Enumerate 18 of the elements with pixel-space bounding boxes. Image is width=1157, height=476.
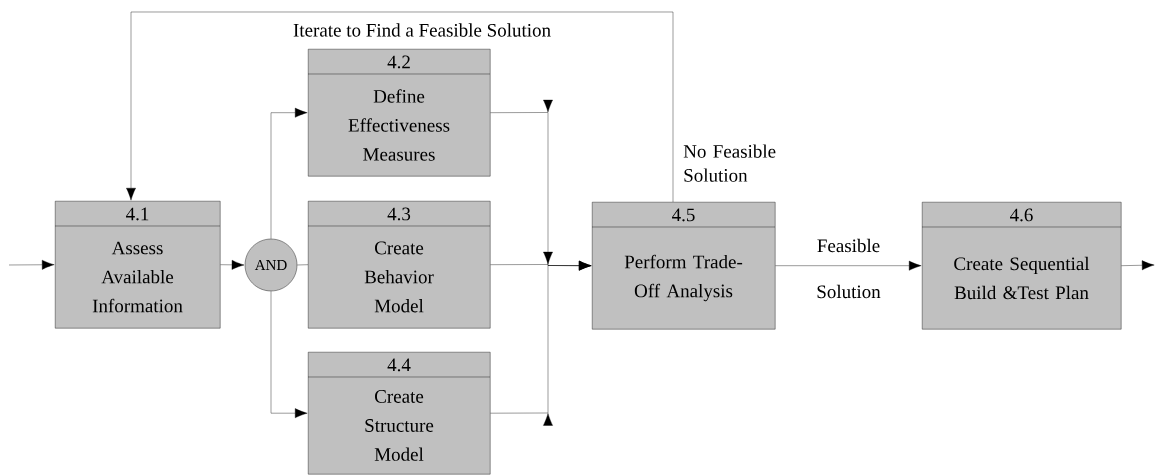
note-text: Iterate to Find a Feasible Solution	[293, 23, 551, 37]
arrow	[775, 260, 922, 271]
process-box: 4.2 Define Effectiveness Measures	[307, 49, 491, 177]
arrow	[270, 107, 308, 239]
arrow	[490, 260, 592, 426]
arrow	[8, 259, 55, 270]
arrow	[126, 11, 674, 203]
arrow	[220, 260, 245, 270]
process-box: 4.1 Assess Available Information	[54, 201, 221, 329]
process-box: 4.5 Perform Trade-Off Analysis	[591, 202, 776, 330]
edge-label: No Feasible Solution	[683, 144, 776, 182]
process-box: 4.6 Create Sequential Build &Test Plan	[921, 202, 1122, 330]
process-box: 4.3 Create Behavior Model	[307, 201, 491, 329]
process-box: 4.4 Create Structure Model	[307, 352, 491, 475]
edge-label: Feasible Solution	[817, 238, 881, 299]
arrow	[1121, 260, 1155, 271]
arrow	[270, 291, 308, 419]
connector-line	[297, 264, 309, 266]
